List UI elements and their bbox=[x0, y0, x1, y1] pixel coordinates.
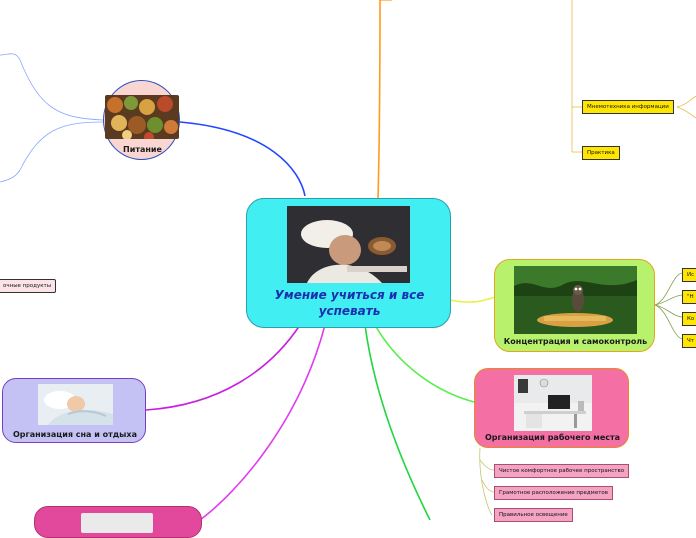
tag-concentration-4[interactable]: Чт bbox=[682, 334, 696, 348]
central-topic-title: Умение учиться и все успевать bbox=[274, 288, 425, 318]
sleeping-child-photo-icon bbox=[38, 384, 113, 425]
topic-nutrition-label: Питание bbox=[123, 145, 162, 154]
tag-workplace-2[interactable]: Грамотное расположение предметов bbox=[494, 486, 614, 500]
topic-workplace-label: Организация рабочего места bbox=[484, 433, 621, 442]
cartoon-character-photo-icon bbox=[514, 266, 637, 334]
topic-concentration[interactable]: Концентрация и самоконтроль bbox=[494, 259, 655, 352]
tag-products[interactable]: очные продукты bbox=[0, 279, 57, 293]
topic-workplace[interactable]: Организация рабочего места bbox=[474, 368, 629, 448]
tag-practice[interactable]: Практика bbox=[582, 146, 620, 160]
tag-concentration-2[interactable]: "Н bbox=[682, 290, 696, 304]
food-photo-icon bbox=[105, 95, 179, 139]
central-topic[interactable]: Умение учиться и все успевать bbox=[246, 198, 451, 328]
topic-concentration-label: Концентрация и самоконтроль bbox=[503, 337, 648, 346]
tag-workplace-1[interactable]: Чистое комфортное рабочее пространство bbox=[494, 464, 630, 478]
bottom-node-photo-icon bbox=[81, 513, 153, 533]
topic-bottom-partial[interactable] bbox=[34, 506, 202, 538]
chef-photo-icon bbox=[287, 206, 410, 283]
desk-photo-icon bbox=[514, 375, 592, 431]
tag-concentration-1[interactable]: Ис bbox=[682, 268, 696, 282]
topic-sleep-label: Организация сна и отдыха bbox=[13, 430, 137, 439]
tag-mnemonics[interactable]: Мнемотехника информации bbox=[582, 100, 674, 114]
topic-nutrition[interactable]: Питание bbox=[103, 80, 180, 160]
tag-concentration-3[interactable]: Ко bbox=[682, 312, 696, 326]
connector-lines bbox=[0, 0, 696, 520]
topic-sleep[interactable]: Организация сна и отдыха bbox=[2, 378, 146, 443]
